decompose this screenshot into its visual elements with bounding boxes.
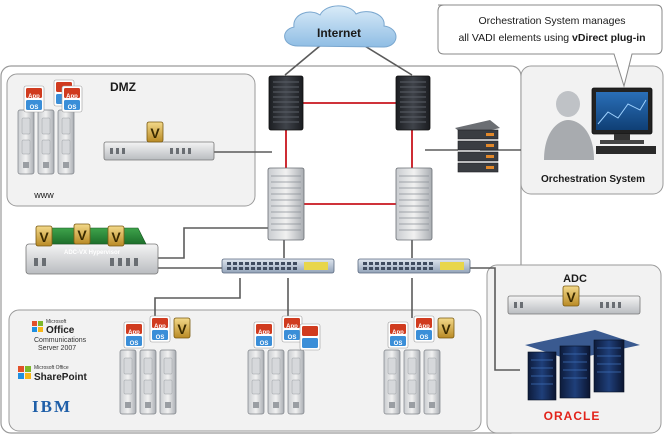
group1-app-label-a: App <box>128 330 140 336</box>
callout-line-2-bold: vDirect plug-in <box>572 32 646 44</box>
group3-os-label-a: OS <box>394 341 403 347</box>
office-logo-text: Office <box>46 325 75 336</box>
adc-label: ADC <box>563 273 587 285</box>
dmz-adc-appliance <box>103 121 215 161</box>
dmz-os-label-1: OS <box>30 105 39 111</box>
oracle-database-racks <box>525 330 640 401</box>
core-switch-right <box>395 167 433 241</box>
access-switch-right <box>357 258 471 274</box>
communications-label: Communications <box>34 337 87 344</box>
adc-vx-hypervisor-appliance <box>25 223 159 275</box>
sharepoint-logo-text: SharePoint <box>34 372 87 383</box>
ibm-logo-text: IBM <box>32 397 72 416</box>
access-switch-left <box>221 258 335 274</box>
hypervisor-v-mark-1: V <box>39 229 49 245</box>
group3-app-label-a: App <box>392 330 404 336</box>
user-avatar-icon <box>544 91 594 160</box>
callout-bubble <box>437 4 663 88</box>
internet-cloud <box>284 5 397 48</box>
www-label: www <box>33 190 54 200</box>
group2-os-label-b: OS <box>288 335 297 341</box>
ms-office-small-label: Microsoft Office <box>34 365 69 371</box>
core-router-left <box>268 75 304 131</box>
adc-vx-hypervisor-label: ADC-VX Hypervisor <box>64 250 121 256</box>
oracle-logo-text: ORACLE <box>544 409 601 423</box>
internet-label: Internet <box>317 26 361 40</box>
orchestration-workstation <box>591 87 656 154</box>
storage-server-stack <box>455 120 500 173</box>
core-router-right <box>395 75 431 131</box>
group1-app-label-b: App <box>154 324 166 330</box>
ms-small-label: Microsoft <box>46 319 67 325</box>
group1-os-label-a: OS <box>130 341 139 347</box>
ms-office-icon <box>32 321 43 332</box>
dmz-v-mark: V <box>150 125 160 141</box>
orchestration-system-label: Orchestration System <box>541 174 645 185</box>
server-2007-label: Server 2007 <box>38 345 76 352</box>
hypervisor-v-mark-2: V <box>77 227 87 243</box>
group3-os-label-b: OS <box>420 335 429 341</box>
group3-v-mark: V <box>441 321 451 337</box>
connections-red <box>285 102 413 205</box>
sharepoint-icon <box>18 366 31 379</box>
callout-line-1: Orchestration System manages <box>478 15 625 27</box>
callout-line-2-prefix: all VADI elements using <box>458 32 572 44</box>
group3-app-label-b: App <box>418 324 430 330</box>
group2-os-label-a: OS <box>260 341 269 347</box>
hypervisor-v-mark-3: V <box>111 229 121 245</box>
core-switch-left <box>267 167 305 241</box>
dmz-app-label-2: App <box>66 94 78 100</box>
group2-app-label-b: App <box>286 324 298 330</box>
adc-appliance <box>507 285 641 315</box>
callout-line-2: all VADI elements using vDirect plug-in <box>458 32 645 44</box>
group1-v-mark: V <box>177 321 187 337</box>
dmz-app-label-1: App <box>28 94 40 100</box>
group2-app-label-a: App <box>258 330 270 336</box>
connections-gray <box>154 39 521 371</box>
dmz-label: DMZ <box>110 80 136 94</box>
adc-v-mark: V <box>566 289 576 305</box>
dmz-os-label-2: OS <box>68 105 77 111</box>
group1-os-label-b: OS <box>156 335 165 341</box>
